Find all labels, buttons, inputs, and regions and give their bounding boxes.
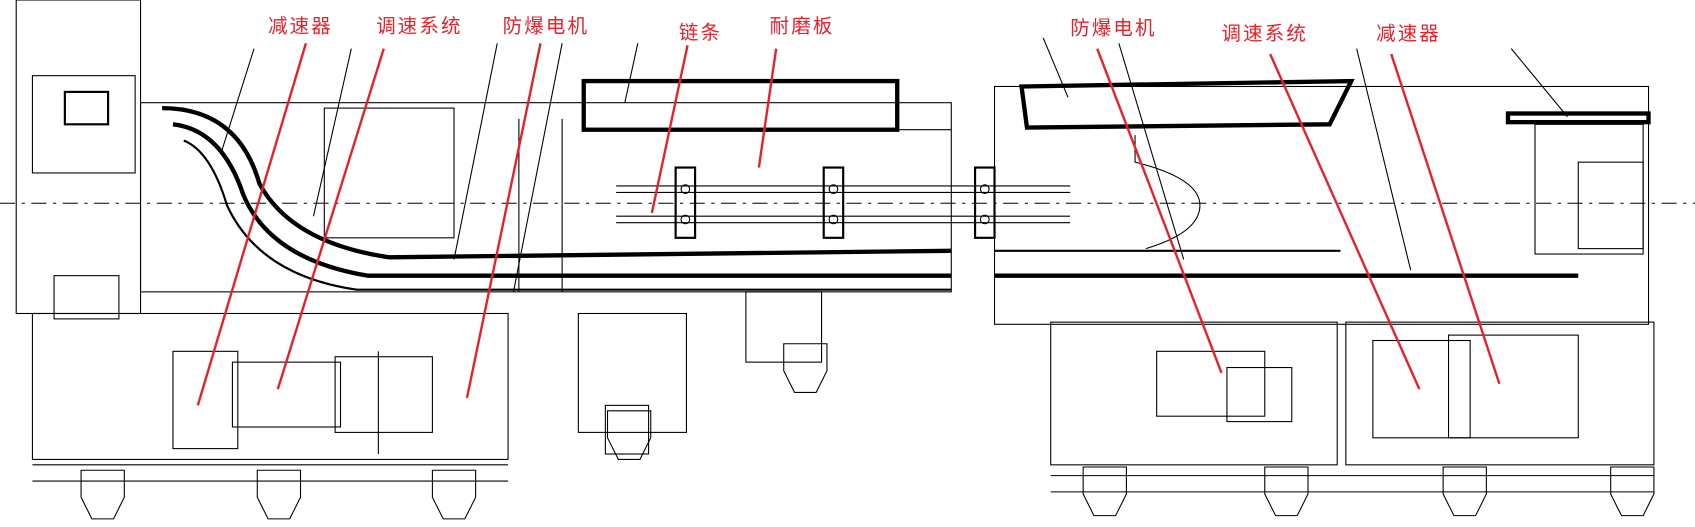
- red-leader-lines: [196, 42, 1501, 406]
- label-left-reducer: 减速器: [268, 14, 333, 37]
- leader-right-motor: [1096, 48, 1223, 374]
- leader-right-reducer: [1390, 53, 1501, 385]
- support-feet: [80, 343, 1655, 520]
- label-right-speed-control: 调速系统: [1222, 22, 1308, 45]
- chain: [616, 166, 1071, 239]
- label-right-motor: 防爆电机: [1070, 17, 1156, 40]
- left-drive-unit: [15, 0, 952, 482]
- left-top-plate: [581, 78, 900, 132]
- label-chain: 链条: [679, 21, 722, 44]
- right-drive-unit: [993, 78, 1655, 493]
- right-top-plate: [1019, 78, 1355, 130]
- label-right-reducer: 减速器: [1376, 22, 1441, 45]
- leader-right-speed-control: [1269, 53, 1421, 390]
- label-wear-plate: 耐磨板: [770, 14, 835, 37]
- leader-left-reducer: [196, 42, 308, 406]
- leader-wear-plate: [757, 48, 778, 168]
- leader-left-motor: [465, 42, 542, 399]
- leader-left-speed-control: [276, 48, 385, 390]
- leader-chain: [650, 45, 689, 214]
- black-leader-lines: [221, 37, 1568, 292]
- label-left-motor: 防爆电机: [503, 14, 589, 37]
- label-left-speed-control: 调速系统: [376, 14, 462, 37]
